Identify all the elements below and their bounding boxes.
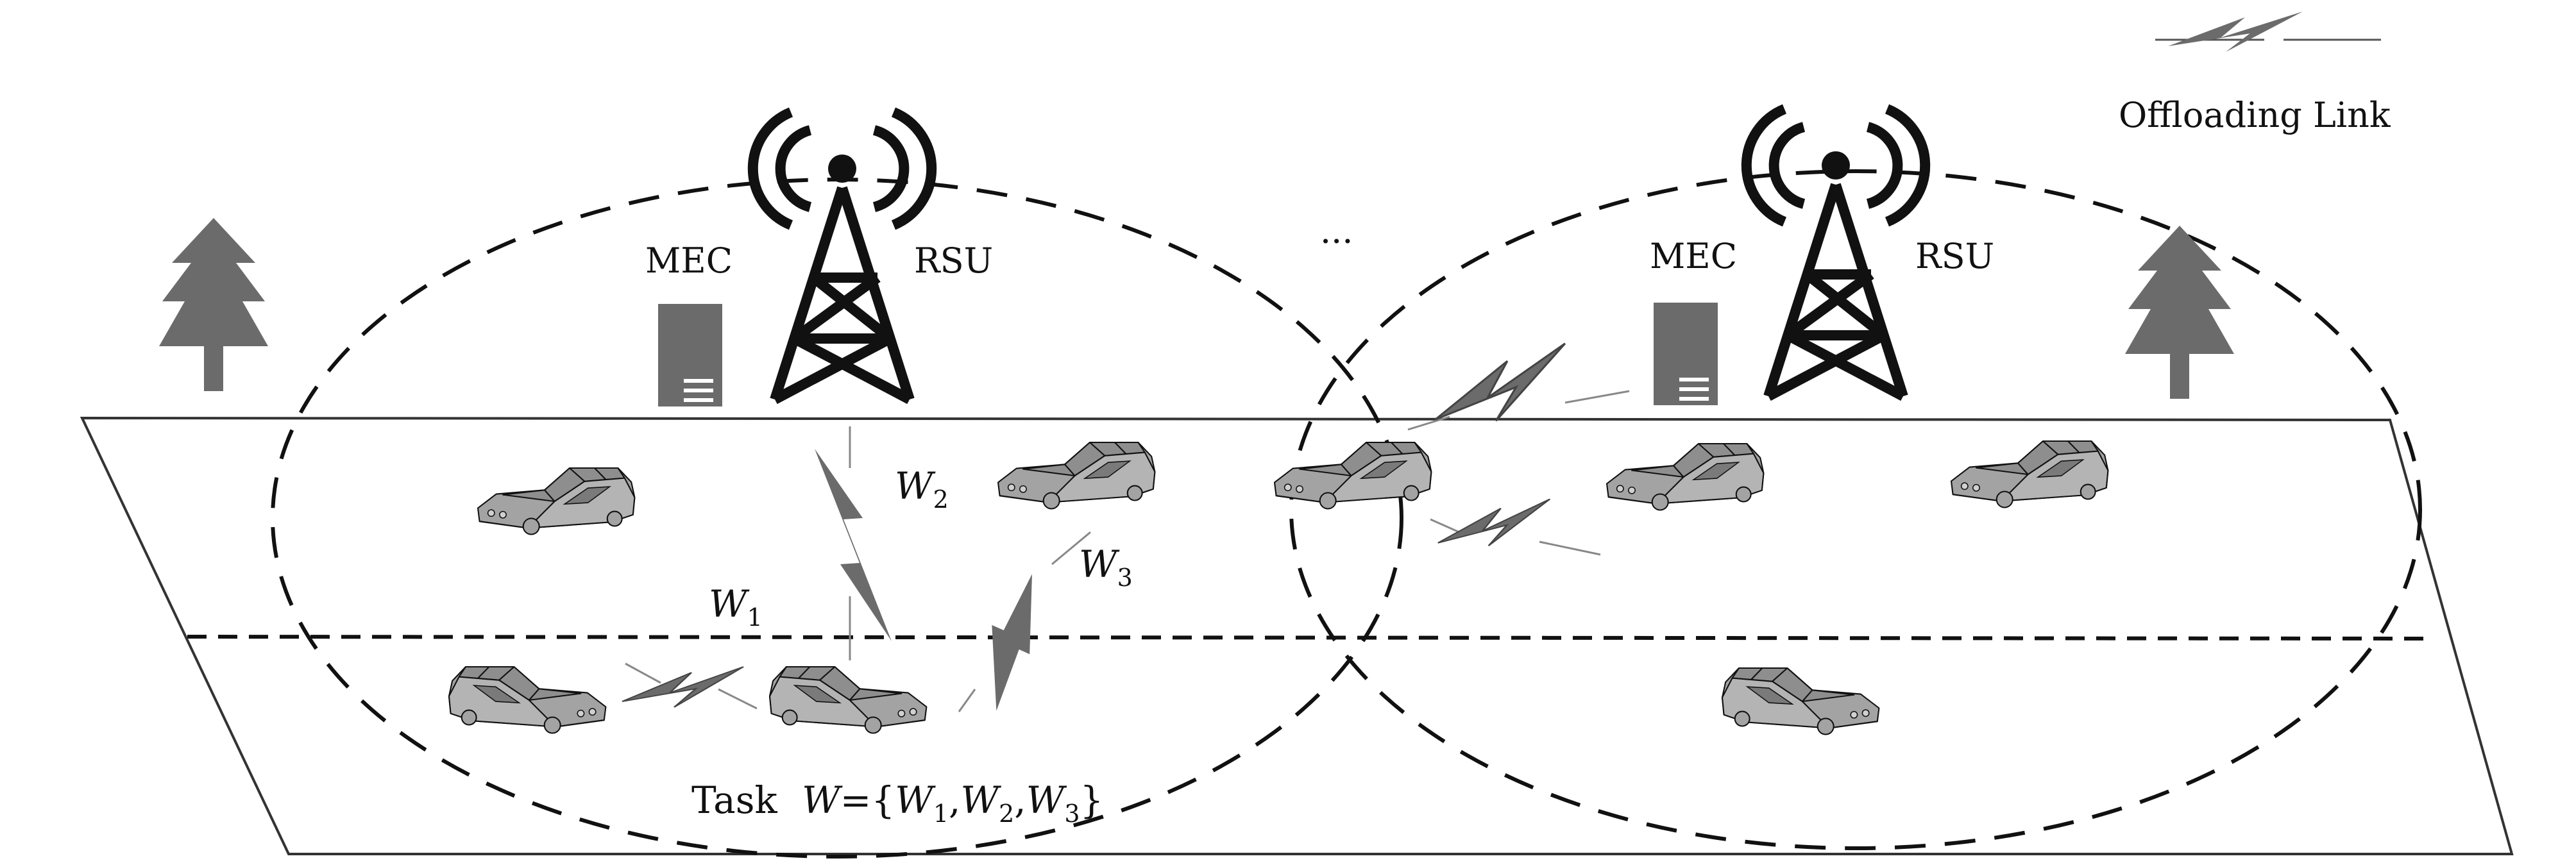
legend-label: Offloading Link (2119, 95, 2391, 135)
offloading-link-w3 (958, 531, 1091, 712)
antenna-tower-icon (1747, 109, 1925, 396)
server-icon (1654, 303, 1718, 405)
car-icon (997, 441, 1156, 510)
offloading-link-w1 (621, 662, 758, 710)
w1-label: W1 (709, 582, 763, 632)
antenna-tower-icon (753, 112, 931, 399)
offloading-link-handover-bottom (1430, 498, 1601, 556)
offloading-link-handover-top (1407, 342, 1630, 431)
w3-label: W3 (1079, 542, 1133, 592)
road-plane (80, 416, 2514, 855)
tree-icon (2125, 226, 2234, 399)
offloading-link-w2 (815, 426, 892, 660)
lane-divider (187, 635, 2432, 641)
tree-icon (159, 218, 268, 391)
lightning-link-icon (2168, 12, 2303, 52)
legend: Offloading Link (2119, 12, 2391, 135)
rsu-label-right: RSU (1915, 236, 1994, 276)
mec-label-left: MEC (645, 240, 733, 281)
w2-label: W2 (895, 464, 949, 514)
server-icon (658, 304, 722, 406)
car-icon (1273, 441, 1432, 510)
mec-label-right: MEC (1650, 236, 1737, 276)
ellipsis-label: ··· (1320, 221, 1353, 262)
car-icon (477, 467, 636, 535)
lightning-link-icon (1432, 498, 1556, 550)
coverage-area-right (1289, 169, 2422, 850)
car-icon (1721, 667, 1880, 735)
car-icon (1606, 442, 1765, 511)
lightning-link-icon (621, 666, 745, 708)
car-icon (768, 666, 928, 734)
car-icon (448, 666, 607, 734)
rsu-label-left: RSU (914, 240, 993, 281)
task-formula: Task W={W1,W2,W3} (691, 778, 1103, 828)
car-icon (1950, 440, 2109, 508)
